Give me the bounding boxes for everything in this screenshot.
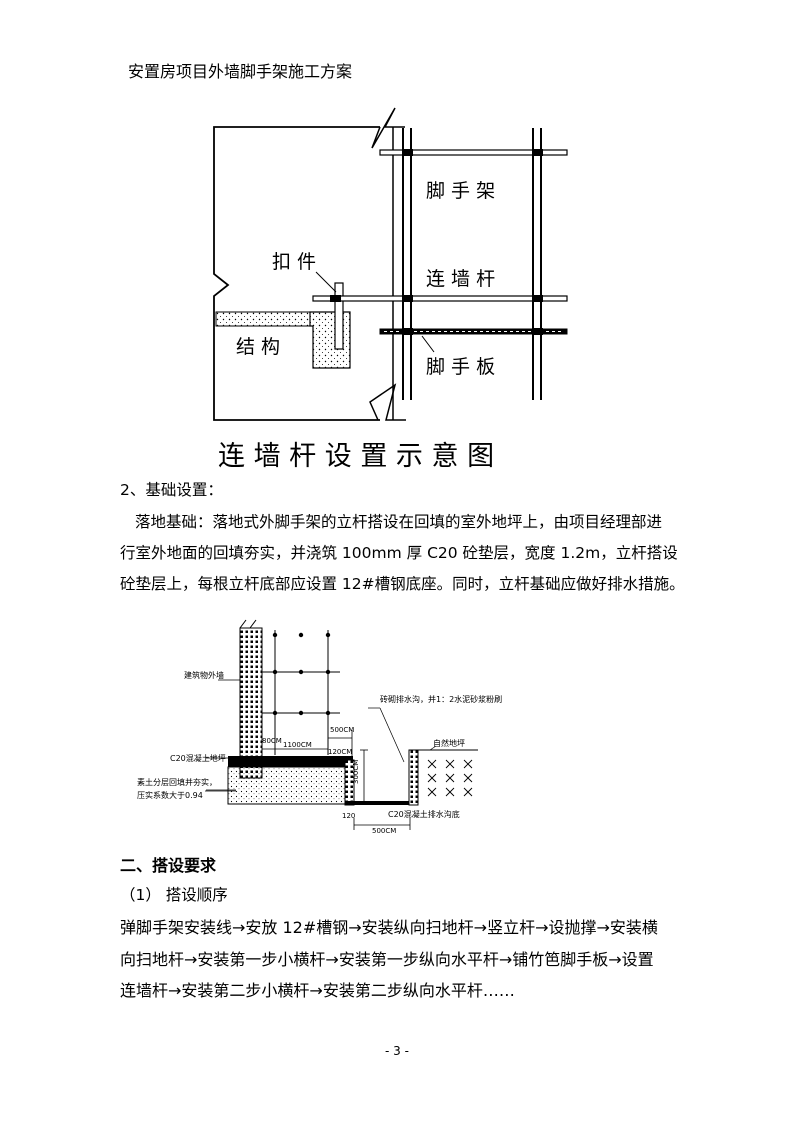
label-c20-ditch: C20混凝土排水沟底 <box>388 809 460 819</box>
label-board: 脚 手 板 <box>426 356 495 378</box>
label-tie-rod: 连 墙 杆 <box>426 268 495 290</box>
section3-para-line1: 弹脚手架安装线→安放 12#槽钢→安装纵向扫地杆→竖立杆→设抛撑→安装横 <box>120 918 658 937</box>
diagram1-caption: 连 墙 杆 设 置 示 意 图 <box>218 441 494 472</box>
wall-tie-diagram: 脚 手 架 扣 件 连 墙 杆 结 构 脚 手 板 连 墙 杆 设 置 示 意 … <box>213 107 568 472</box>
label-building-wall: 建筑物外墙 <box>184 670 224 680</box>
tie-rod <box>312 295 568 302</box>
section3-para-line2: 向扫地杆→安装第一步小横杆→安装第一步纵向水平杆→铺竹笆脚手板→设置 <box>120 950 654 969</box>
building-wall <box>239 627 263 779</box>
section2-para-line3: 砼垫层上，每根立杆底部应设置 12#槽钢底座。同时，立杆基础应做好排水措施。 <box>120 575 685 593</box>
label-120-right: 120CM <box>328 748 352 756</box>
break-mark-top <box>371 107 405 149</box>
label-ditch: 砖砌排水沟，并1：2水泥砂浆粉刷 <box>380 694 502 704</box>
section3-heading: 二、搭设要求 <box>120 856 217 875</box>
foundation-diagram: 建筑物外墙 砖砌排水沟，并1：2水泥砂浆粉刷 500CM 80CM 1100CM… <box>137 619 502 835</box>
ditch-bottom <box>345 801 417 805</box>
label-fill-1: 素土分层回填并夯实， <box>137 777 217 787</box>
label-scaffold: 脚 手 架 <box>426 180 495 202</box>
label-500-bottom: 500CM <box>372 827 396 835</box>
label-300: 300CM <box>352 760 360 784</box>
section2-para-line1: 落地基础：落地式外脚手架的立杆搭设在回填的室外地坪上，由项目经理部进 <box>135 513 663 531</box>
c20-slab <box>228 756 353 767</box>
section2-heading: 2、基础设置： <box>120 481 223 499</box>
fill-soil <box>227 766 346 805</box>
label-natural-ground: 自然地坪 <box>433 738 465 748</box>
label-1100: 1100CM <box>283 741 312 749</box>
structure-outline <box>213 126 380 421</box>
label-fastener: 扣 件 <box>272 251 316 273</box>
label-80: 80CM <box>262 737 282 745</box>
label-structure: 结 构 <box>236 336 280 358</box>
beam-section <box>309 311 351 369</box>
section3-para-line3: 连墙杆→安装第二步小横杆→安装第二步纵向水平杆…… <box>120 981 515 1000</box>
label-fill-2: 压实系数大于0.94 <box>137 790 203 800</box>
scaffold-board <box>379 328 568 335</box>
ditch-wall-right <box>408 749 419 806</box>
break-mark-bottom <box>369 383 406 421</box>
section3-sub1: （1） 搭设顺序 <box>120 886 228 904</box>
page-header: 安置房项目外墙脚手架施工方案 <box>128 62 353 81</box>
page-number: - 3 - <box>385 1044 409 1058</box>
floor-slab <box>215 311 311 327</box>
section2-para-line2: 行室外地面的回填夯实，并浇筑 100mm 厚 C20 砼垫层，宽度 1.2m，立… <box>120 544 678 562</box>
label-120-bottom: 120 <box>342 812 355 820</box>
label-500-top: 500CM <box>330 726 354 734</box>
label-c20-ground: C20混凝土地坪 <box>170 753 226 763</box>
